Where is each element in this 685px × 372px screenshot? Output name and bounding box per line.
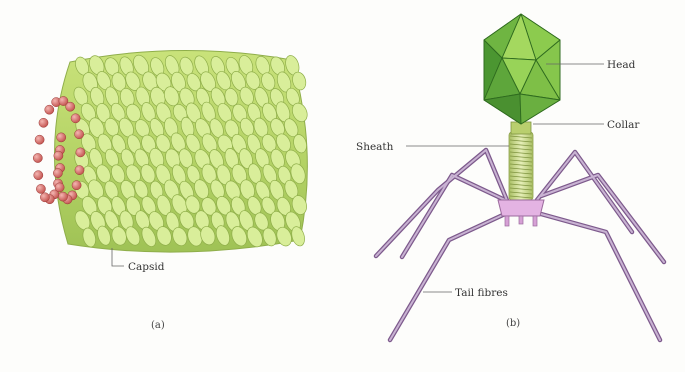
tail-fibres-label-text: Tail fibres xyxy=(455,287,508,299)
capsid-label-text: Capsid xyxy=(128,261,165,273)
collar-label: Collar xyxy=(533,119,640,131)
rna-bead xyxy=(75,166,84,175)
sheath xyxy=(509,132,533,200)
panel-b-caption: (b) xyxy=(506,318,520,329)
rna-bead xyxy=(55,183,64,192)
phage-head xyxy=(484,14,560,124)
rna-bead xyxy=(36,184,45,193)
rna-bead xyxy=(53,169,62,178)
rna-bead xyxy=(71,114,80,123)
tail-fibre-1 xyxy=(402,175,505,257)
tail-fibres-label: Tail fibres xyxy=(423,287,508,299)
rna-bead xyxy=(75,130,84,139)
tail-fibre-2 xyxy=(376,150,511,256)
rna-bead xyxy=(66,102,75,111)
tail-fibre-3 xyxy=(390,214,505,340)
rna-bead xyxy=(58,192,67,201)
panel-a-caption: (a) xyxy=(151,320,165,331)
base-plate xyxy=(498,200,544,226)
rna-bead xyxy=(54,151,63,160)
rna-bead xyxy=(76,148,85,157)
rna-bead xyxy=(45,105,54,114)
rna-bead xyxy=(39,118,48,127)
rna-bead xyxy=(72,181,81,190)
sheath-label-text: Sheath xyxy=(356,141,394,153)
rna-bead xyxy=(33,153,42,162)
capsomere-layer xyxy=(71,53,310,249)
tmv-virus xyxy=(33,50,310,252)
rna-bead xyxy=(34,171,43,180)
rna-bead xyxy=(35,135,44,144)
rna-bead xyxy=(40,193,49,202)
collar-label-text: Collar xyxy=(607,119,640,131)
head-label-text: Head xyxy=(607,59,636,71)
rna-bead xyxy=(57,133,66,142)
